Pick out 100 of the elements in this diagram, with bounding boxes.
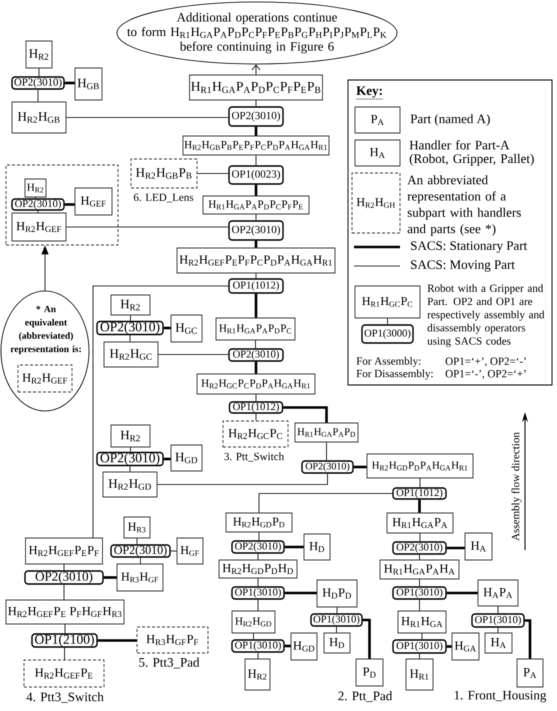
- operator-box: OP1(0023): [228, 165, 284, 185]
- label-box: H$_{GEF}$: [74, 188, 112, 216]
- operator-box: OP2(3010): [228, 106, 284, 127]
- dashed-frame: [6, 164, 118, 246]
- operator-box: OP1(3010): [231, 639, 285, 653]
- operator-box: OP1(3010): [310, 613, 363, 627]
- key-note: OP1=‘+’, OP2=‘-’: [446, 357, 526, 366]
- connector: [92, 286, 229, 538]
- connector: [164, 458, 171, 460]
- connector: [66, 117, 229, 118]
- label-box: H$_{GD}$: [290, 632, 318, 660]
- operator-box: OP2(3010): [24, 570, 104, 585]
- label-box: H$_{R1}$H$_{GA}$P$_{A}$P$_{D}$P$_{C}$P$_{F}$P$_{E}$P$_{B}$: [189, 74, 323, 100]
- operator-box: OP1(1012): [392, 487, 447, 500]
- connector: [140, 557, 141, 564]
- connector: [158, 354, 229, 355]
- label-box: H$_{A}$: [484, 632, 512, 654]
- legend-label: SACS: Moving Part: [411, 260, 515, 272]
- key-text: Part (named A): [410, 114, 490, 126]
- connector: [336, 606, 338, 614]
- connector: [419, 578, 420, 587]
- part-label: 6. LED_Lens: [134, 194, 194, 202]
- connector: [419, 653, 420, 660]
- connector: [419, 554, 420, 560]
- part-label: 2. Ptt_Pad: [338, 691, 392, 702]
- label-box: H$_{R2}$H$_{GD}$P$_{D}$H$_{D}$: [218, 560, 298, 578]
- dashed-box: H$_{R3}$H$_{GF}$P$_{F}$: [136, 626, 208, 654]
- label-box: H$_{A}$P$_{A}$: [478, 580, 518, 606]
- label-box: H$_{R1}$: [406, 658, 434, 690]
- connector: [66, 226, 229, 228]
- label-box: P$_{D}$: [356, 658, 384, 686]
- connector: [258, 532, 260, 541]
- label-box: H$_{R2}$: [24, 178, 46, 198]
- connector: [98, 639, 137, 642]
- connector: [418, 500, 421, 513]
- label-box: H$_{R2}$H$_{GEF}$: [12, 212, 66, 242]
- connector: [156, 473, 328, 485]
- label-box: H$_{R2}$H$_{GC}$: [104, 342, 158, 368]
- label-box: H$_{R1}$H$_{GC}$P$_{C}$: [354, 286, 420, 318]
- label-box: H$_{R2}$H$_{GD}$: [232, 610, 276, 634]
- key-heading: Key:: [356, 86, 384, 100]
- connector: [419, 599, 420, 612]
- operator-box: OP2(3010): [11, 76, 65, 90]
- operator-box: OP2(3010): [231, 540, 285, 554]
- operator-box: OP1(3010): [392, 639, 447, 654]
- label-box: H$_{R1}$H$_{GA}$P$_{A}$P$_{D}$P$_{C}$: [216, 318, 296, 340]
- label-box: H$_{GF}$: [176, 538, 204, 564]
- arrow: [252, 64, 260, 76]
- connector: [64, 647, 65, 660]
- connector: [326, 442, 327, 461]
- connector: [38, 68, 40, 77]
- connector: [253, 632, 254, 640]
- operator-box: OP1(1012): [228, 401, 284, 414]
- operator-box: OP2(3010): [110, 544, 171, 558]
- label-box: H$_{R1}$H$_{GA}$P$_{A}$H$_{A}$: [380, 560, 460, 580]
- label-box: H$_{R2}$H$_{GEF}$P$_{E}$P$_{F}$: [25, 538, 103, 564]
- connector: [284, 546, 304, 548]
- connector: [164, 326, 171, 330]
- operator-box: OP2(3010): [301, 460, 354, 474]
- key-text: Handler for Part-A (Robot, Gripper, Pallet): [410, 140, 534, 166]
- connector: [64, 203, 75, 206]
- label-box: H$_{R2}$: [110, 424, 150, 448]
- label-box: H$_{D}$: [324, 632, 350, 654]
- connector: [283, 406, 328, 423]
- connector: [336, 626, 337, 634]
- label-box: H$_{R2}$: [244, 658, 270, 690]
- operator-box: OP1(3010): [471, 613, 525, 628]
- part-label: 5. Ptt3_Pad: [139, 658, 200, 668]
- operator-box: OP2(3010): [96, 452, 164, 466]
- connector: [254, 240, 258, 248]
- label-box: H$_{R1}$H$_{GA}$P$_{A}$P$_{D}$: [294, 422, 358, 442]
- label-box: H$_{R2}$H$_{GD}$P$_{D}$P$_{A}$H$_{GA}$H$_{R1}$: [366, 454, 474, 478]
- operator-box: OP1(3010): [392, 586, 447, 600]
- label-box: H$_{R1}$H$_{GA}$P$_{A}$P$_{D}$P$_{C}$P$_{F}$P$_{E}$: [202, 196, 310, 214]
- label-box: H$_{D}$: [304, 534, 330, 560]
- connector: [130, 446, 131, 452]
- operator-box: OP2(3010): [96, 320, 164, 336]
- label-box: H$_{D}$P$_{D}$: [316, 580, 358, 608]
- legend-label: SACS: Stationary Part: [411, 241, 528, 253]
- connector: [354, 466, 367, 468]
- connector: [64, 624, 66, 634]
- key-note: For Disassembly:: [356, 370, 433, 380]
- label-box: H$_{R2}$H$_{GD}$: [102, 472, 158, 498]
- connector: [136, 538, 138, 545]
- connector: [170, 550, 178, 552]
- dashed-box: H$_{R2}$H$_{GH}$: [352, 172, 400, 234]
- label-box: H$_{R2}$H$_{GB}$P$_{B}$P$_{E}$P$_{F}$P$_{C}$P$_{D}$P$_{A}$H$_{GA}$H$_{R1}$: [182, 136, 330, 156]
- label-box: H$_{R2}$H$_{GD}$P$_{D}$: [226, 512, 292, 532]
- connector: [387, 318, 388, 325]
- label-box: H$_{R2}$: [110, 294, 150, 316]
- connector: [254, 126, 258, 136]
- operator-box: OP1(2100): [31, 633, 98, 648]
- label-box: H$_{R2}$H$_{GB}$: [12, 102, 66, 134]
- connector: [104, 576, 117, 579]
- connector: [254, 294, 258, 318]
- connector: [446, 645, 452, 648]
- label-box: H$_{R2}$H$_{GC}$P$_{C}$P$_{D}$P$_{A}$H$_{GA}$H$_{R1}$: [196, 374, 316, 394]
- key-note: For Assembly:: [356, 357, 420, 367]
- label-box: H$_{R3}$: [124, 516, 150, 538]
- operator-box: OP1(3010): [231, 586, 285, 600]
